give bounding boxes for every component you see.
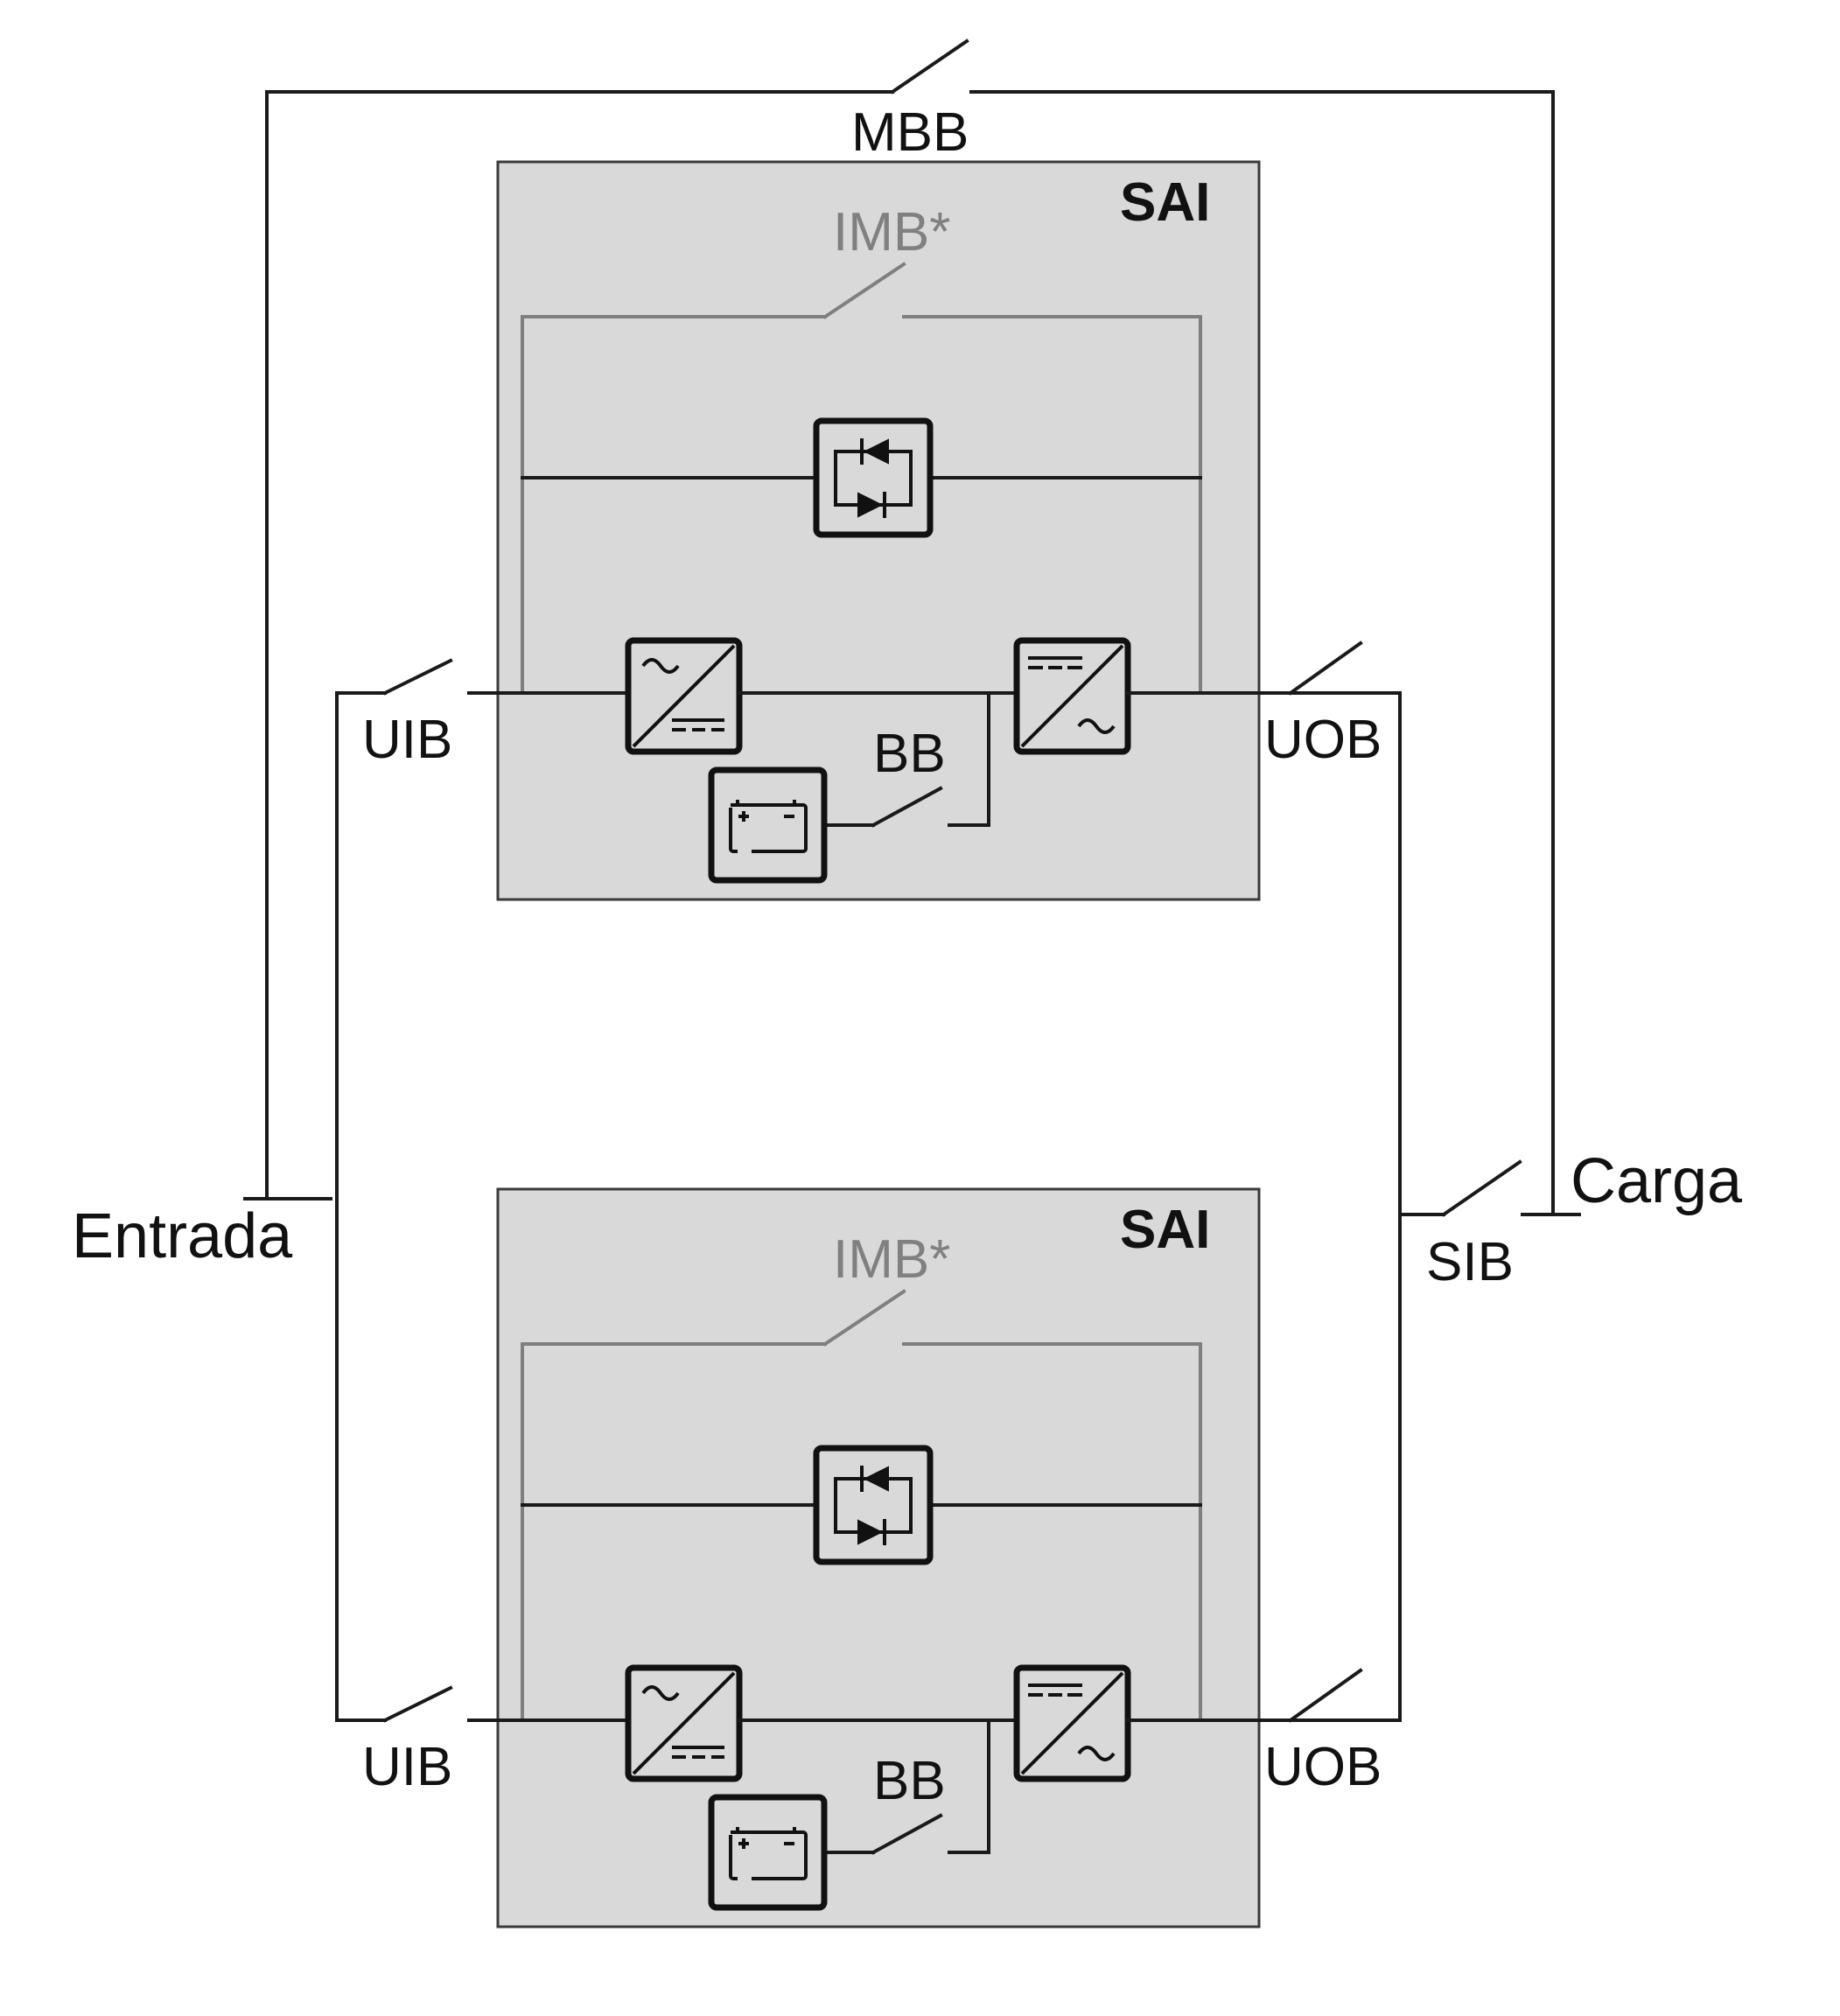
inverter-icon	[1013, 637, 1131, 755]
imb-label: IMB*	[833, 1229, 950, 1290]
uob-switch-blade	[1288, 1668, 1363, 1723]
uob-label: UOB	[1264, 710, 1382, 770]
bb-switch-blade	[871, 1813, 943, 1855]
inverter-icon	[1013, 1664, 1131, 1782]
maintenance-bypass: MBB	[265, 38, 1555, 1216]
bb-label: BB	[873, 1751, 946, 1811]
input-bus: Entrada	[72, 691, 387, 1722]
output-bus: SIB Carga	[1289, 691, 1743, 1722]
uob-label: UOB	[1264, 1737, 1382, 1797]
imb-wire-left	[521, 315, 827, 695]
uib-switch-blade	[382, 658, 453, 696]
ups-unit-1: SAI IMB* UIB	[362, 160, 1382, 901]
uib-label: UIB	[362, 1737, 452, 1797]
imb-switch-blade	[822, 262, 906, 319]
rectifier-icon	[625, 1664, 743, 1782]
rectifier-icon	[625, 637, 743, 755]
imb-switch-blade	[822, 1289, 906, 1347]
sib-label: SIB	[1426, 1232, 1514, 1292]
uob-switch-blade	[1288, 640, 1363, 696]
bb-switch-blade	[871, 786, 943, 828]
imb-wire-right	[902, 315, 1202, 695]
imb-label: IMB*	[833, 202, 950, 262]
battery-icon	[708, 1794, 828, 1911]
static-switch-icon	[813, 1445, 934, 1565]
carga-label: Carga	[1571, 1146, 1743, 1216]
bb-label: BB	[873, 724, 946, 784]
ups-unit-title: SAI	[1120, 172, 1210, 233]
bypass-wire-left	[265, 90, 894, 1200]
ups-unit-2: SAI IMB* UIB	[362, 1187, 1382, 1928]
sib-switch-blade	[1441, 1159, 1522, 1217]
mbb-switch-blade	[890, 38, 969, 94]
imb-wire-left	[521, 1342, 827, 1722]
entrada-label: Entrada	[72, 1201, 293, 1271]
uib-label: UIB	[362, 710, 452, 770]
uib-switch-blade	[382, 1685, 453, 1723]
static-switch-icon	[813, 417, 934, 538]
bypass-wire-right	[969, 90, 1555, 1216]
battery-bus-wire	[948, 1718, 990, 1854]
battery-bus-wire	[948, 691, 990, 827]
ups-unit-title: SAI	[1120, 1200, 1210, 1260]
battery-icon	[708, 766, 828, 884]
mbb-label: MBB	[851, 102, 969, 163]
imb-wire-right	[902, 1342, 1202, 1722]
